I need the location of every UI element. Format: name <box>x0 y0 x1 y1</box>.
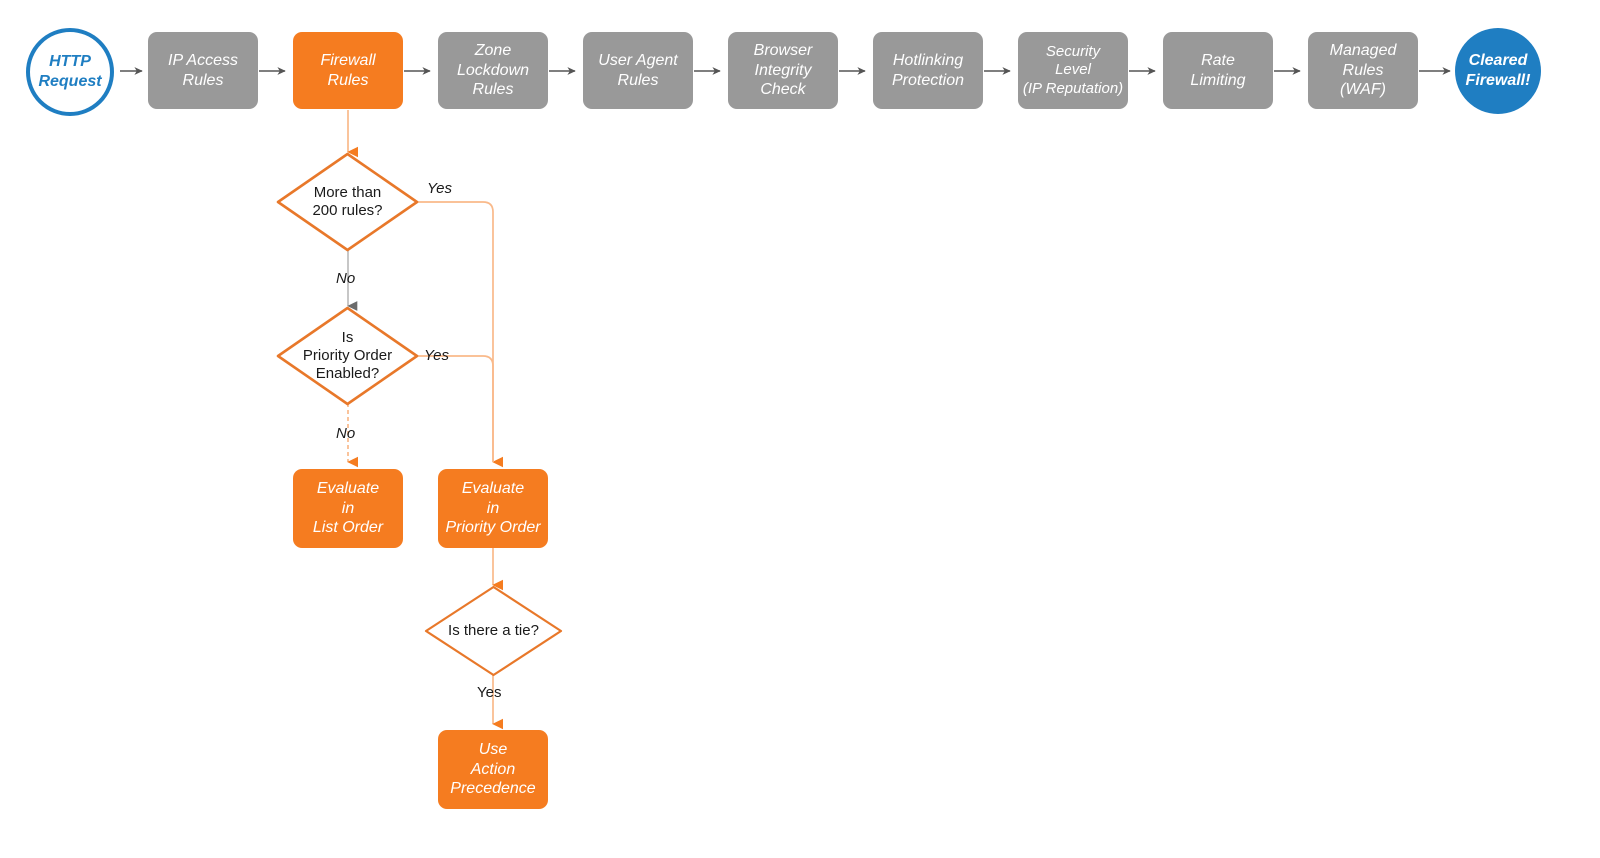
node-label: Cleared Firewall! <box>1465 52 1531 89</box>
node-is-priority-order-enabled[interactable]: Is Priority Order Enabled? <box>276 306 419 406</box>
node-managed-rules-waf[interactable]: Managed Rules (WAF) <box>1308 32 1418 109</box>
node-user-agent-rules[interactable]: User Agent Rules <box>583 32 693 109</box>
edge-label-no-rulecount: No <box>336 270 356 287</box>
node-hotlinking-protection[interactable]: Hotlinking Protection <box>873 32 983 109</box>
node-ip-access-rules[interactable]: IP Access Rules <box>148 32 258 109</box>
edge-label-no-priority: No <box>336 425 356 442</box>
node-evaluate-in-priority-order[interactable]: Evaluate in Priority Order <box>438 469 548 548</box>
node-label: HTTP Request <box>38 53 102 90</box>
diamond-shape <box>276 306 419 406</box>
node-label: Is there a tie? <box>448 622 539 639</box>
node-label: Firewall Rules <box>320 51 376 89</box>
edge-rulecount-yes <box>418 201 503 468</box>
node-label: Browser Integrity Check <box>753 42 813 99</box>
node-browser-integrity-check[interactable]: Browser Integrity Check <box>728 32 838 109</box>
node-security-level[interactable]: Security Level (IP Reputation) <box>1018 32 1128 109</box>
node-label: Security Level (IP Reputation) <box>1022 43 1124 97</box>
node-use-action-precedence[interactable]: Use Action Precedence <box>438 730 548 809</box>
node-is-there-a-tie[interactable]: Is there a tie? <box>424 585 563 677</box>
edge-label-yes-rulecount: Yes <box>427 180 453 197</box>
node-firewall-rules[interactable]: Firewall Rules <box>293 32 403 109</box>
node-label: Evaluate in List Order <box>312 480 384 537</box>
edge-label-yes-tie: Yes <box>477 684 502 701</box>
node-label: Rate Limiting <box>1190 51 1246 89</box>
edge-label-yes-priority: Yes <box>424 347 450 364</box>
node-label: User Agent Rules <box>598 51 678 89</box>
node-label: Managed Rules (WAF) <box>1329 42 1397 99</box>
node-label: Evaluate in Priority Order <box>445 480 541 537</box>
diamond-shape <box>424 585 563 677</box>
node-label: Zone Lockdown Rules <box>456 42 530 99</box>
node-label: IP Access Rules <box>168 51 238 89</box>
node-more-than-200-rules[interactable]: More than 200 rules? <box>276 152 419 252</box>
node-http-request[interactable]: HTTP Request <box>26 28 114 116</box>
node-label: More than 200 rules? <box>312 184 383 219</box>
node-label: Is Priority Order Enabled? <box>302 329 393 382</box>
edge-priority-yes <box>418 355 494 462</box>
diamond-shape <box>276 152 419 252</box>
node-label: Hotlinking Protection <box>891 51 965 89</box>
node-zone-lockdown-rules[interactable]: Zone Lockdown Rules <box>438 32 548 109</box>
node-evaluate-in-list-order[interactable]: Evaluate in List Order <box>293 469 403 548</box>
node-rate-limiting[interactable]: Rate Limiting <box>1163 32 1273 109</box>
node-cleared-firewall[interactable]: Cleared Firewall! <box>1455 28 1541 114</box>
node-label: Use Action Precedence <box>450 741 536 798</box>
